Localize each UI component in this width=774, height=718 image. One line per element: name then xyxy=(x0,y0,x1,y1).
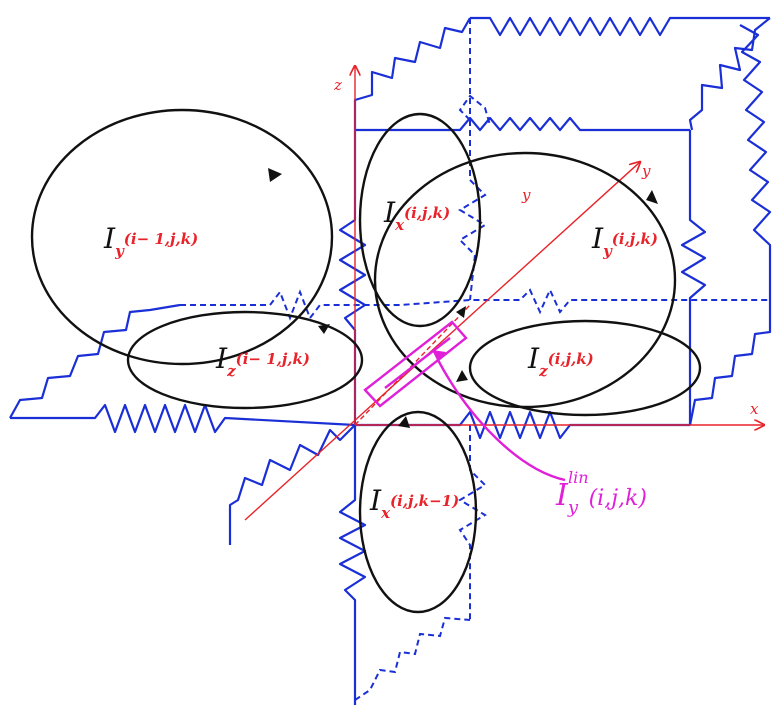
label-Iy-ijk: Iy(i,j,k) xyxy=(591,222,658,260)
loop-Iy-ijk-arrow xyxy=(646,190,658,204)
wire-hidden-upper-diag xyxy=(458,94,491,126)
current-loops xyxy=(30,108,702,614)
loop-Iz-im1-arrow xyxy=(318,324,330,334)
link-inner xyxy=(384,337,451,389)
wire-hidden-bottom-diag xyxy=(354,616,471,701)
wire-hidden-center-vertical xyxy=(458,120,487,301)
wire-top-left-diag xyxy=(353,17,471,130)
wire-left-diag xyxy=(9,303,181,419)
label-Ix-ijk: Ix(i,j,k) xyxy=(383,196,450,234)
y-axis-label: y xyxy=(641,162,651,180)
loop-Ix-ijk-arrow xyxy=(456,306,466,318)
label-Iz-im1: Iz(i− 1,j,k) xyxy=(215,342,310,380)
y-axis-inner-label: y xyxy=(521,186,531,204)
wire-top-back xyxy=(470,16,770,37)
wire-network-hidden xyxy=(180,18,770,701)
wire-z-post xyxy=(338,130,367,425)
wire-right-column xyxy=(739,24,772,300)
wire-network xyxy=(9,16,772,705)
link-box xyxy=(363,320,468,408)
loop-Iy-im1 xyxy=(30,108,334,366)
link-current xyxy=(363,320,566,482)
loop-Iz-ijk-arrow xyxy=(456,370,468,382)
label-Iy-im1: Iy(i− 1,j,k) xyxy=(103,222,198,260)
label-Iy-lin: Iylin(i,j,k) xyxy=(555,468,647,518)
wire-hidden-mid-horizontal xyxy=(180,287,770,321)
loop-Iz-im1 xyxy=(126,310,364,410)
loop-Ix-km1-arrow xyxy=(398,416,410,428)
loop-Iy-im1-arrow xyxy=(268,168,282,182)
wire-right-bottom-diag xyxy=(688,300,772,426)
link-leader-arrow xyxy=(432,350,446,362)
link-leader xyxy=(436,359,566,482)
label-Ix-km1: Ix(i,j,k−1) xyxy=(369,484,459,522)
wire-z-neg xyxy=(338,425,367,705)
wire-x-axis xyxy=(10,403,690,440)
x-axis-label: x xyxy=(750,400,759,418)
wire-lower-diag xyxy=(228,424,356,545)
wire-mid-top xyxy=(355,116,690,132)
axes xyxy=(244,66,764,521)
wire-top-right-diag xyxy=(688,17,771,131)
loop-Ix-km1 xyxy=(358,410,478,614)
label-Iz-ijk: Iz(i,j,k) xyxy=(527,342,594,380)
loop-Iz-ijk xyxy=(468,319,702,417)
loop-Ix-ijk xyxy=(358,112,482,328)
z-axis-label: z xyxy=(333,76,342,94)
wire-right-front xyxy=(680,130,707,425)
y-axis xyxy=(244,162,640,521)
wire-hidden-center-lower xyxy=(458,425,487,620)
